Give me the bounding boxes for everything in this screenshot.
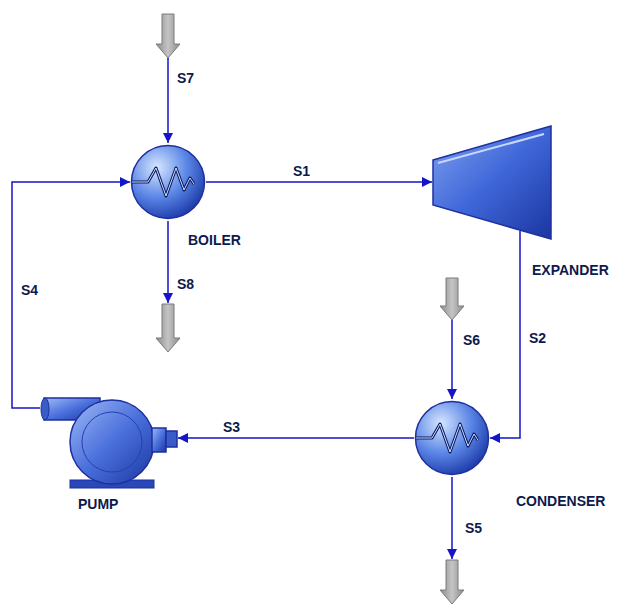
unit-label: BOILER (188, 232, 241, 248)
exp-shape (432, 125, 552, 240)
pump-inlet-end (41, 398, 49, 420)
expander-node: EXPANDER (432, 125, 552, 240)
stream-line (451, 320, 453, 399)
stream-label: S7 (176, 70, 195, 86)
exchanger-coil (416, 424, 478, 452)
stream-label: S6 (462, 332, 481, 348)
boiler-node: BOILER (130, 144, 206, 220)
stream-arrow (440, 560, 464, 604)
stream-arrow (440, 278, 464, 320)
stream-label: S5 (464, 520, 483, 536)
unit-label: EXPANDER (532, 262, 609, 278)
pump-body (70, 400, 154, 484)
expander-highlight (438, 134, 544, 163)
pump-volute (82, 412, 142, 472)
stream-line (167, 58, 169, 143)
exchanger-body (416, 402, 489, 475)
stream-label: S8 (176, 276, 195, 292)
exchanger-coil (132, 168, 194, 196)
stream-connector (490, 231, 520, 438)
pump-outlet (166, 431, 177, 447)
stream-connector (206, 181, 432, 183)
stream-connector (12, 182, 130, 408)
stream-label: S1 (292, 163, 311, 179)
pump-motor (152, 428, 166, 452)
pump-node: PUMP (40, 388, 178, 500)
exchanger-coil (416, 424, 478, 452)
exchanger-body (132, 146, 205, 219)
unit-label: PUMP (78, 496, 118, 512)
stream-label: S4 (20, 282, 39, 298)
stream-arrow (156, 304, 180, 352)
stream-connector (178, 437, 414, 439)
stream-label: S3 (222, 419, 241, 435)
unit-label: CONDENSER (516, 493, 605, 509)
hx-shape (414, 400, 490, 476)
condenser-node: CONDENSER (414, 400, 490, 476)
expander-body (433, 126, 551, 239)
exchanger-coil (132, 168, 194, 196)
stream-arrow (156, 14, 180, 58)
stream-line (167, 221, 169, 303)
stream-label: S2 (528, 330, 547, 346)
hx-shape (130, 144, 206, 220)
stream-line (451, 477, 453, 559)
pump-shape (40, 388, 178, 500)
